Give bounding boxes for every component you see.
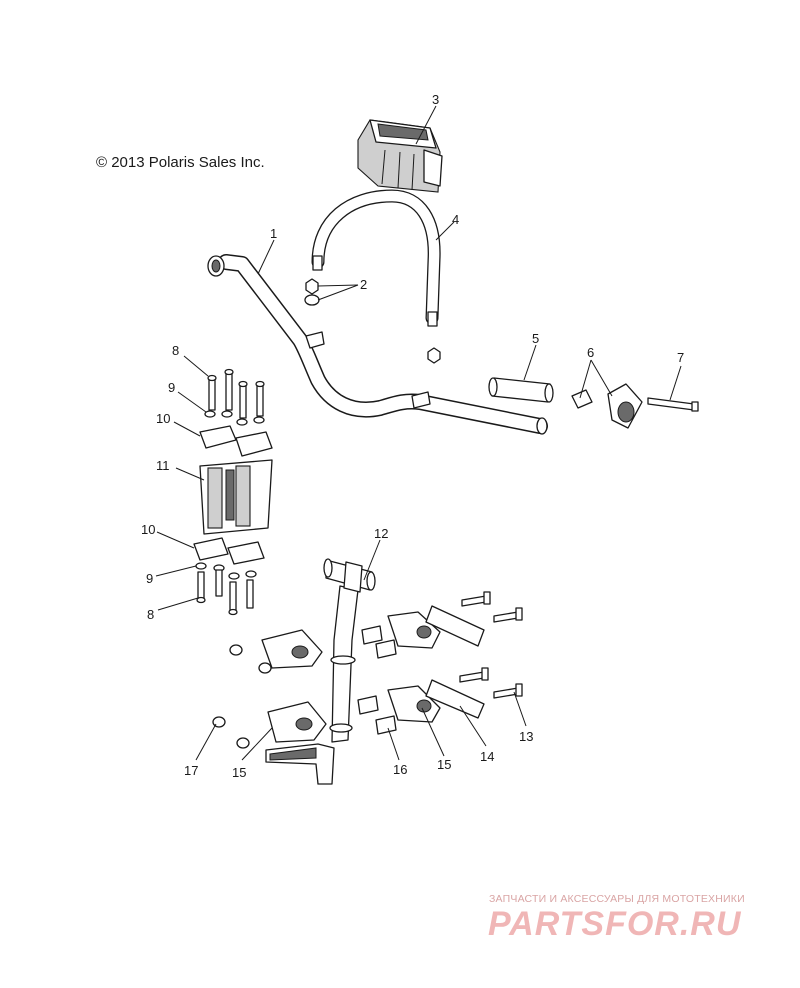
callout-8-lower: 8 bbox=[147, 607, 154, 622]
callout-5: 5 bbox=[532, 331, 539, 346]
callout-15-right: 15 bbox=[437, 757, 451, 772]
part-2-nuts bbox=[304, 278, 441, 364]
callout-10-lower: 10 bbox=[141, 522, 155, 537]
part-15-left-upper-bearing bbox=[229, 629, 323, 674]
callout-4: 4 bbox=[452, 212, 459, 227]
part-13-bolts bbox=[459, 591, 523, 699]
leader-lines bbox=[155, 105, 682, 761]
part-15-left-lower-bearing bbox=[212, 701, 327, 749]
callout-3: 3 bbox=[432, 92, 439, 107]
callout-16: 16 bbox=[393, 762, 407, 777]
watermark-logo: PARTSFOR.RU bbox=[488, 905, 742, 943]
callout-10-upper: 10 bbox=[156, 411, 170, 426]
callout-14: 14 bbox=[480, 749, 494, 764]
part-4-crossbar bbox=[311, 189, 441, 327]
callout-9-upper: 9 bbox=[168, 380, 175, 395]
callout-9-lower: 9 bbox=[146, 571, 153, 586]
callout-12: 12 bbox=[374, 526, 388, 541]
callout-17: 17 bbox=[184, 763, 198, 778]
part-3-handlebar-pad bbox=[357, 119, 443, 193]
callout-2: 2 bbox=[360, 277, 367, 292]
callout-8-upper: 8 bbox=[172, 343, 179, 358]
callout-6: 6 bbox=[587, 345, 594, 360]
part-10-upper-clamps bbox=[199, 425, 273, 457]
part-5-grip bbox=[488, 377, 554, 403]
part-14-plates bbox=[425, 605, 485, 719]
callout-15-left: 15 bbox=[232, 765, 246, 780]
part-1-handlebar bbox=[207, 254, 548, 435]
callout-1: 1 bbox=[270, 226, 277, 241]
callout-labels: 1 2 3 4 5 6 7 8 9 10 11 10 9 8 12 13 14 … bbox=[141, 92, 684, 780]
part-10-lower-clamps bbox=[193, 537, 265, 565]
parts-8-9-lower-bolts-washers bbox=[195, 562, 257, 616]
callout-13: 13 bbox=[519, 729, 533, 744]
callout-11: 11 bbox=[156, 458, 170, 473]
copyright-notice: © 2013 Polaris Sales Inc. bbox=[96, 154, 265, 171]
parts-8-9-upper-bolts-washers bbox=[204, 368, 265, 426]
part-11-riser bbox=[199, 459, 273, 535]
part-15-right-bearings bbox=[387, 611, 441, 723]
part-12-steering-post bbox=[265, 558, 376, 785]
part-16-bushings bbox=[357, 625, 397, 735]
watermark-tagline: ЗАПЧАСТИ И АКСЕССУАРЫ ДЛЯ МОТОТЕХНИКИ bbox=[489, 893, 745, 905]
callout-7: 7 bbox=[677, 350, 684, 365]
part-7-bolt bbox=[647, 397, 699, 412]
